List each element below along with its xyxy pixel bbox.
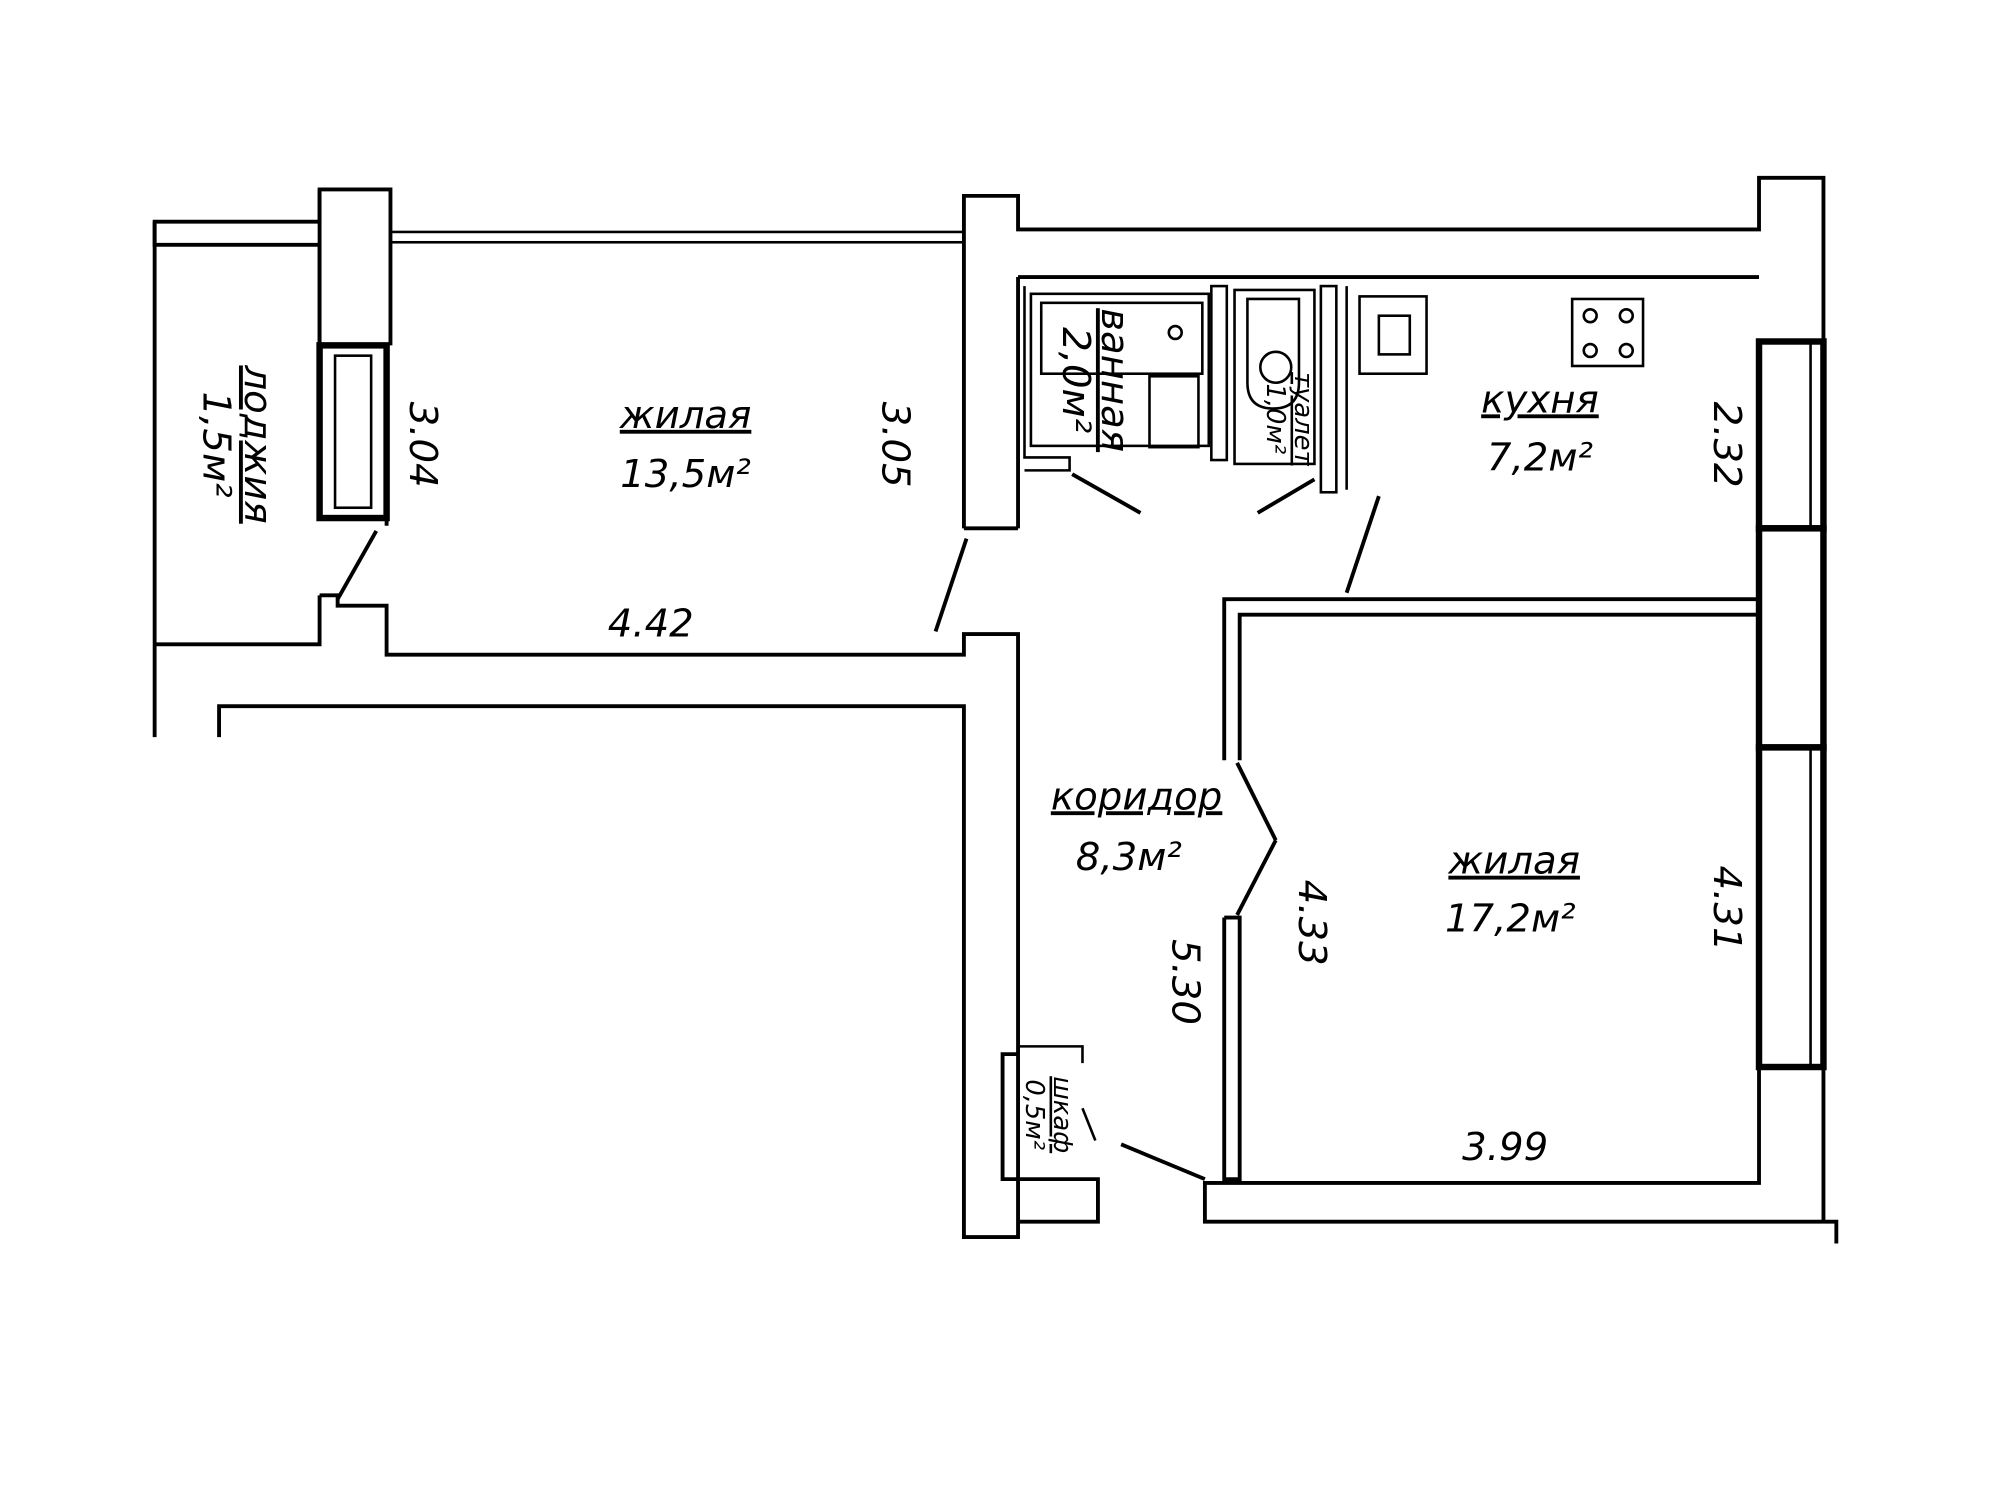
room-name-bathroom: ванная xyxy=(1092,308,1137,452)
room-name-closet: шкаф xyxy=(1047,1076,1077,1153)
window xyxy=(389,230,966,244)
dimension-label: 4.31 xyxy=(1704,865,1749,951)
room-name-kitchen: кухня xyxy=(1481,377,1599,422)
walls xyxy=(152,175,1839,1244)
window xyxy=(1755,744,1827,1071)
dimension-label: 3.04 xyxy=(400,402,445,488)
room-area-corridor: 8,3м² xyxy=(1076,835,1182,880)
room-name-corridor: коридор xyxy=(1051,774,1223,819)
door xyxy=(1235,839,1278,916)
room-area-living-1: 13,5м² xyxy=(620,452,751,497)
window xyxy=(1755,338,1827,532)
room-name-living-1: жилая xyxy=(619,393,752,438)
room-area-closet: 0,5м² xyxy=(1019,1079,1049,1150)
dimension-label: 4.42 xyxy=(608,602,694,647)
door xyxy=(1071,472,1142,515)
room-area-bathroom: 2,0м² xyxy=(1053,327,1098,433)
room-area-loggia: 1,5м² xyxy=(194,392,239,498)
dimension-label: 2.32 xyxy=(1704,402,1749,488)
window xyxy=(316,342,390,522)
room-area-living-2: 17,2м² xyxy=(1445,897,1576,942)
door xyxy=(1120,1142,1206,1181)
dimension-label: 3.99 xyxy=(1462,1125,1548,1170)
room-area-kitchen: 7,2м² xyxy=(1487,435,1593,480)
door xyxy=(1344,495,1381,594)
room-name-toilet: туалет xyxy=(1288,372,1318,466)
dimension-label: 4.33 xyxy=(1289,880,1334,966)
door xyxy=(1235,762,1278,842)
dimension-label: 3.05 xyxy=(873,402,918,488)
room-name-living-2: жилая xyxy=(1447,839,1580,884)
dimension-label: 5.30 xyxy=(1163,939,1208,1025)
door xyxy=(933,538,969,633)
door xyxy=(1256,477,1316,515)
door xyxy=(335,529,378,601)
room-name-loggia: лоджия xyxy=(235,364,280,523)
room-area-toilet: 1,0м² xyxy=(1260,383,1290,454)
